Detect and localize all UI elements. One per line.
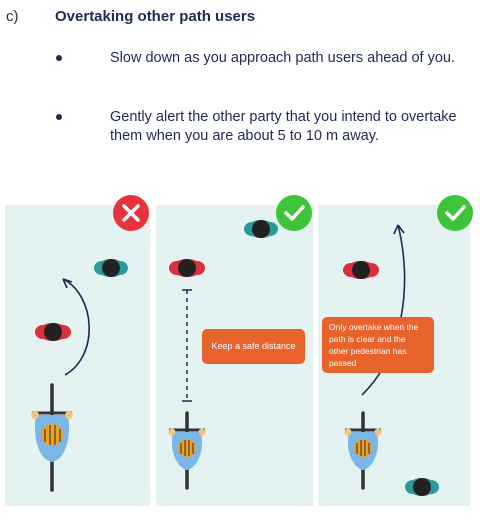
cyclist xyxy=(168,411,206,490)
callout-safe-distance: Keep a safe distance xyxy=(202,329,305,364)
panel-illustration xyxy=(31,259,128,492)
section-title: Overtaking other path users xyxy=(55,8,256,25)
panel-incorrect xyxy=(5,195,150,506)
arrow-head xyxy=(62,278,73,289)
cyclist xyxy=(31,383,73,492)
cross-icon xyxy=(113,195,149,231)
bullet-dot xyxy=(56,114,62,120)
pedestrian-red xyxy=(35,323,71,341)
overtake-arrow xyxy=(62,278,90,376)
pedestrian-red xyxy=(169,259,205,277)
panel-correct-overtake: Only overtake when the path is clear and… xyxy=(318,195,473,506)
cyclist xyxy=(344,411,382,490)
callout-overtake-rule: Only overtake when the path is clear and… xyxy=(322,317,434,373)
bullet-item: Gently alert the other party that you in… xyxy=(110,109,457,144)
pedestrian-teal xyxy=(94,259,128,277)
panel-illustration xyxy=(168,220,278,490)
pedestrian-teal xyxy=(244,220,278,238)
panel-illustration xyxy=(343,224,439,496)
panel-correct-distance: Keep a safe distance xyxy=(156,195,313,506)
pedestrian-teal xyxy=(405,478,439,496)
check-icon xyxy=(437,195,473,231)
bullet-dot xyxy=(56,55,62,61)
pedestrian-red xyxy=(343,261,379,279)
section-letter: c) xyxy=(6,8,19,25)
check-icon xyxy=(276,195,312,231)
arrow-head xyxy=(393,224,405,235)
bullet-item: Slow down as you approach path users ahe… xyxy=(110,50,456,66)
